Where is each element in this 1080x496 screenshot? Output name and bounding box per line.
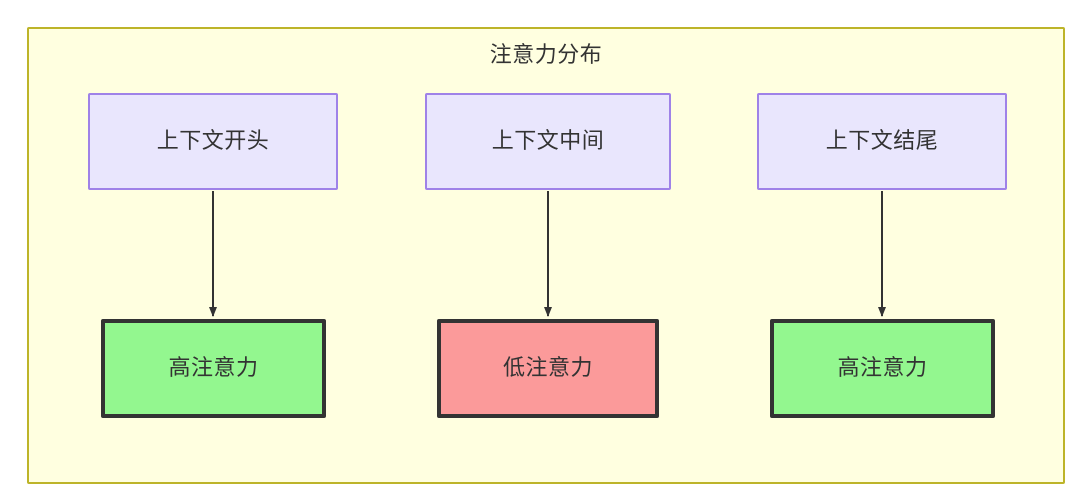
- node-attention-low-middle[interactable]: 低注意力: [437, 319, 659, 418]
- subgraph-title: 注意力分布: [489, 42, 603, 67]
- node-context-middle[interactable]: 上下文中间: [425, 93, 671, 190]
- node-context-end[interactable]: 上下文结尾: [757, 93, 1007, 190]
- node-attention-high-end[interactable]: 高注意力: [770, 319, 995, 418]
- node-context-start[interactable]: 上下文开头: [88, 93, 338, 190]
- node-attention-high-start[interactable]: 高注意力: [101, 319, 326, 418]
